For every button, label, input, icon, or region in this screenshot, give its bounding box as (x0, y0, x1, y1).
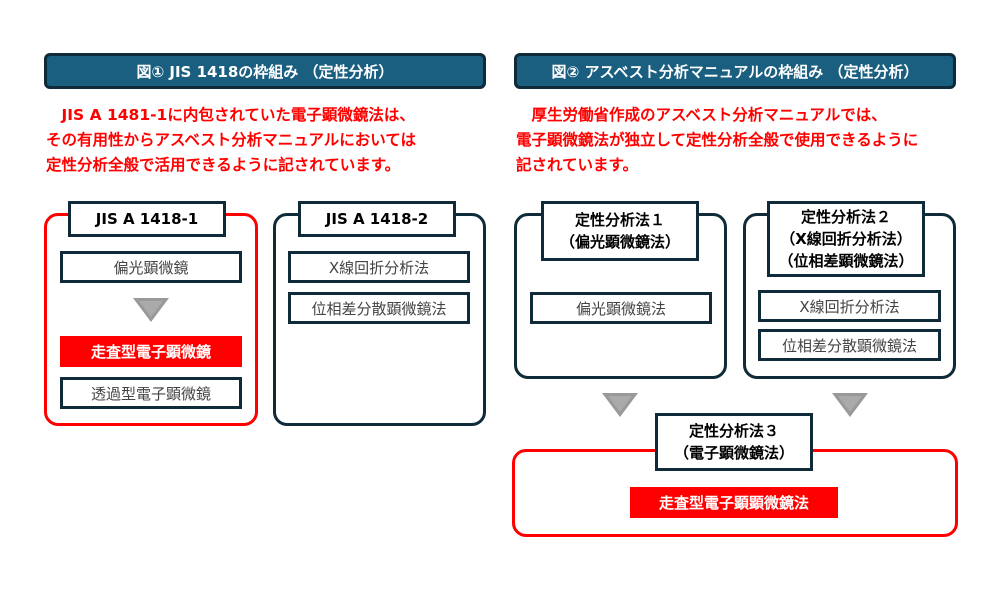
method-item: 位相差分散顕微鏡法 (288, 292, 470, 324)
jis-1418-1-label: JIS A 1418-1 (68, 201, 226, 237)
down-arrow-icon (133, 298, 169, 322)
highlighted-method: 走査型電子顕微鏡 (60, 336, 242, 367)
label-line: 定性分析法２ (800, 208, 891, 226)
down-arrow-icon (832, 393, 868, 417)
desc-line: 定性分析全般で活用できるように記されています。 (46, 156, 401, 174)
desc-line: その有用性からアスベスト分析マニュアルにおいては (46, 131, 416, 149)
label-line: （位相差顕微鏡法） (778, 252, 914, 270)
figure2-description: 厚生労働省作成のアスベスト分析マニュアルでは、 電子顕微鏡法が独立して定性分析全… (516, 103, 918, 178)
desc-line: 厚生労働省作成のアスベスト分析マニュアルでは、 (516, 106, 887, 124)
method1-label: 定性分析法１ （偏光顕微鏡法） (541, 201, 699, 261)
highlighted-method: 走査型電子顕顕微鏡法 (630, 487, 838, 518)
figure1-description: JIS A 1481-1に内包されていた電子顕微鏡法は、 その有用性からアスベス… (46, 103, 416, 178)
label-line: 定性分析法１ (574, 211, 665, 229)
label-line: （偏光顕微鏡法） (559, 233, 680, 251)
desc-line: 電子顕微鏡法が独立して定性分析全般で使用できるように (516, 131, 919, 149)
method-item: X線回折分析法 (288, 251, 470, 283)
figure1-title: 図① JIS 1418の枠組み （定性分析） (44, 53, 486, 89)
method-item: 位相差分散顕微鏡法 (758, 329, 941, 361)
method-item: 偏光顕微鏡 (60, 251, 242, 283)
method2-label: 定性分析法２ （X線回折分析法） （位相差顕微鏡法） (767, 201, 925, 277)
label-line: 定性分析法３ (688, 422, 779, 440)
figure2-title: 図② アスベスト分析マニュアルの枠組み （定性分析） (514, 53, 956, 89)
down-arrow-icon (602, 393, 638, 417)
label-line: （電子顕微鏡法） (673, 444, 794, 462)
method3-label: 定性分析法３ （電子顕微鏡法） (655, 413, 813, 471)
jis-1418-2-label: JIS A 1418-2 (298, 201, 456, 237)
desc-line: JIS A 1481-1に内包されていた電子顕微鏡法は、 (46, 106, 415, 124)
method-item: 偏光顕微鏡法 (530, 292, 712, 324)
label-line: （X線回折分析法） (780, 230, 912, 248)
method-item: X線回折分析法 (758, 290, 941, 322)
desc-line: 記されています。 (516, 156, 638, 174)
method-item: 透過型電子顕微鏡 (60, 377, 242, 409)
